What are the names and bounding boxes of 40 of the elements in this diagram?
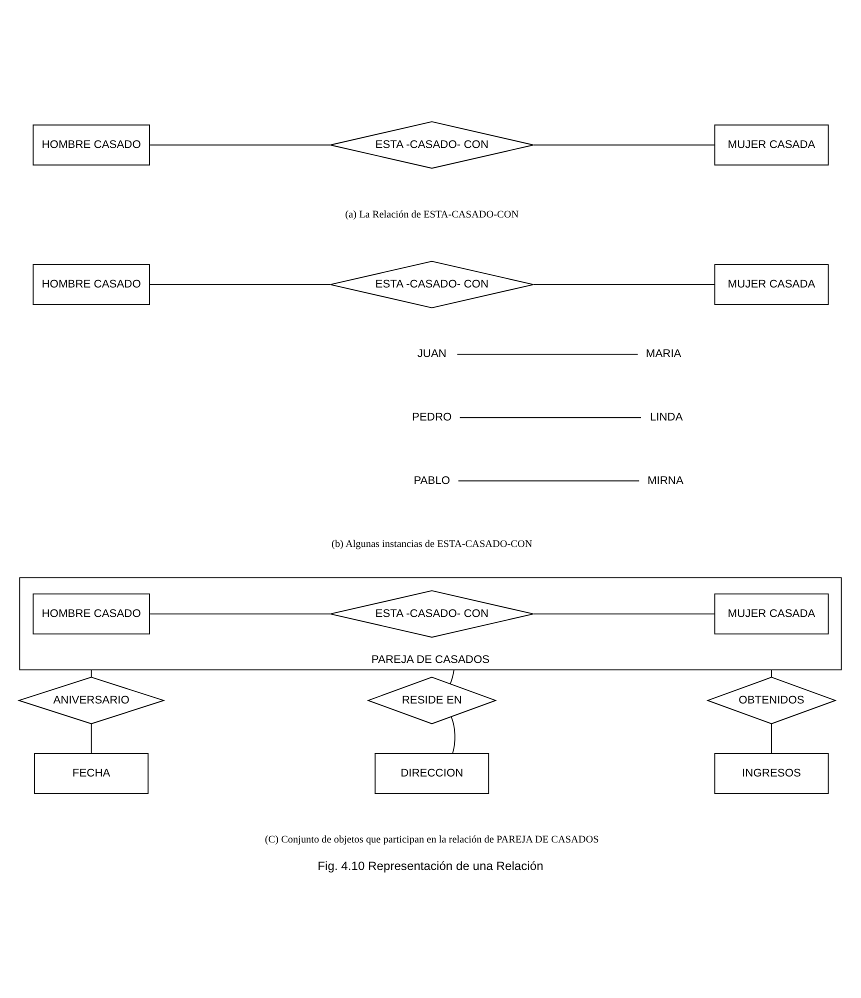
connector	[533, 612, 715, 614]
node-diamond: ESTA -CASADO- CON	[330, 260, 534, 308]
connector	[533, 284, 715, 285]
node-text: MIRNA	[647, 474, 684, 486]
connector	[458, 480, 640, 481]
connector	[533, 144, 715, 145]
node-box: HOMBRE CASADO	[32, 124, 150, 165]
node-diamond: OBTENIDOS	[706, 676, 837, 724]
label: (C) Conjunto de objetos que participan en la relación de PAREJA DE CASADOS	[264, 834, 599, 846]
connector	[450, 716, 456, 754]
connector	[149, 144, 331, 145]
node-box: FECHA	[34, 752, 149, 794]
node-diamond: ESTA -CASADO- CON	[330, 120, 534, 168]
node-diamond: RESIDE EN	[366, 676, 497, 724]
label: (a) La Relación de ESTA-CASADO-CON	[345, 208, 519, 220]
node-text: PABLO	[414, 474, 450, 486]
connector	[771, 668, 772, 678]
node-text: JUAN	[417, 348, 446, 360]
node-box: HOMBRE CASADO	[32, 592, 150, 634]
node-text: LINDA	[650, 411, 683, 423]
node-text: MARIA	[646, 348, 682, 360]
connector	[450, 668, 454, 684]
node-box: HOMBRE CASADO	[32, 264, 150, 305]
connector	[90, 668, 92, 678]
connector	[90, 722, 92, 754]
node-diamond: ANIVERSARIO	[17, 676, 166, 724]
connector	[149, 284, 331, 285]
node-box: MUJER CASADA	[714, 592, 829, 634]
connector	[771, 722, 772, 754]
connector	[459, 416, 642, 418]
label: (b) Algunas instancias de ESTA-CASADO-CON	[332, 538, 532, 550]
node-box: INGRESOS	[714, 752, 829, 794]
node-box: DIRECCION	[374, 752, 490, 794]
node-text: PEDRO	[412, 411, 452, 423]
connector	[456, 353, 638, 354]
caption: Fig. 4.10 Representación de una Relación	[318, 858, 544, 873]
node-box: MUJER CASADA	[714, 264, 829, 305]
node-box: MUJER CASADA	[714, 124, 829, 165]
node-diamond: ESTA -CASADO- CON	[330, 590, 534, 638]
connector	[149, 612, 331, 614]
